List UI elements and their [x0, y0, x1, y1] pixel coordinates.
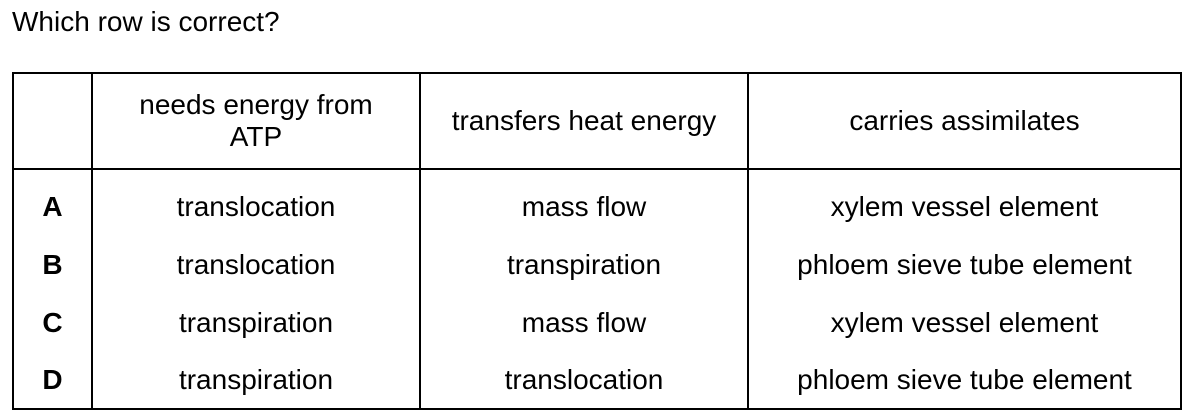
table-cell: transpiration — [91, 352, 421, 410]
header-row: needs energy from ATP transfers heat ene… — [12, 72, 1182, 170]
table-cell: transpiration — [91, 294, 421, 352]
table-cell: mass flow — [419, 169, 749, 236]
table-cell: mass flow — [419, 294, 749, 352]
table-row-c: C transpiration mass flow xylem vessel e… — [12, 294, 1182, 352]
table-cell: xylem vessel element — [747, 294, 1182, 352]
row-label: A — [12, 169, 93, 236]
row-label: B — [12, 236, 93, 294]
table-row-b: B translocation transpiration phloem sie… — [12, 236, 1182, 294]
table-cell: phloem sieve tube element — [747, 352, 1182, 410]
header-cell-needs-energy-from-atp: needs energy from ATP — [91, 72, 421, 170]
row-label: D — [12, 352, 93, 410]
table-cell: xylem vessel element — [747, 169, 1182, 236]
header-cell-blank — [12, 72, 93, 170]
header-cell-carries-assimilates: carries assimilates — [747, 72, 1182, 170]
table-row-a: A translocation mass flow xylem vessel e… — [12, 169, 1182, 236]
table-cell: translocation — [419, 352, 749, 410]
table-row-d: D transpiration translocation phloem sie… — [12, 352, 1182, 410]
header-cell-transfers-heat-energy: transfers heat energy — [419, 72, 749, 170]
table-cell: translocation — [91, 169, 421, 236]
table-cell: phloem sieve tube element — [747, 236, 1182, 294]
answer-table: needs energy from ATP transfers heat ene… — [12, 72, 1182, 410]
table-cell: transpiration — [419, 236, 749, 294]
row-label: C — [12, 294, 93, 352]
question-text: Which row is correct? — [12, 6, 280, 37]
table-cell: translocation — [91, 236, 421, 294]
